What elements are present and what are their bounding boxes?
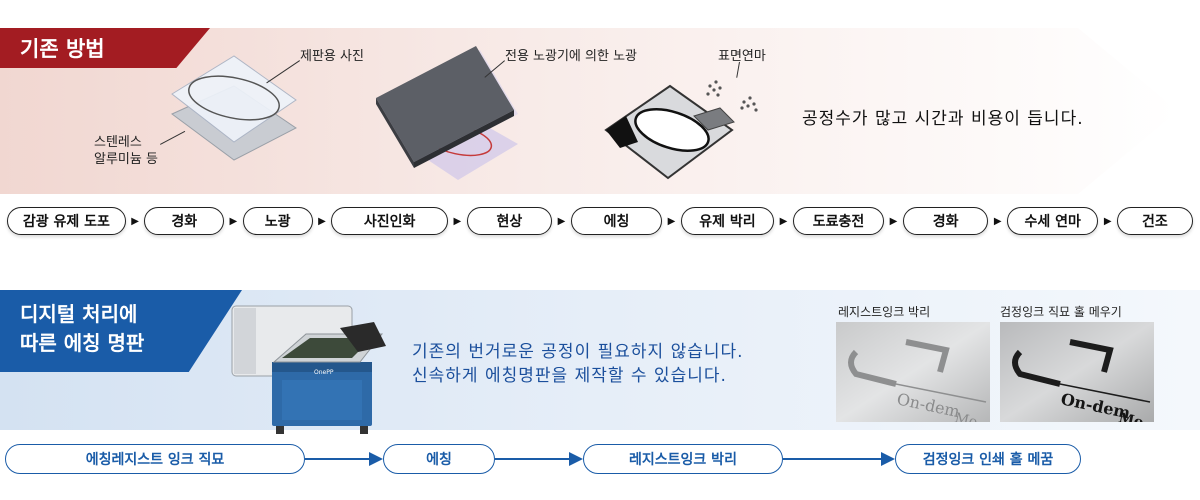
step-arrow-icon: ▶ bbox=[453, 215, 462, 227]
old-step: 수세 연마 bbox=[1006, 207, 1099, 235]
old-process-steps: 감광 유제 도포 ▶ 경화 ▶ 노광 ▶ 사진인화 ▶ 현상 ▶ 에칭 ▶ 유제… bbox=[7, 206, 1193, 236]
old-step: 현상 bbox=[466, 207, 553, 235]
label-photo-plate: 제판용 사진 bbox=[300, 49, 364, 64]
old-step: 사진인화 bbox=[331, 207, 449, 235]
photo-resist-removal: On-dem Mo bbox=[836, 322, 990, 422]
step-arrow-icon: ▶ bbox=[1103, 215, 1112, 227]
label-polish: 표면연마 bbox=[718, 49, 766, 64]
step-arrow-icon: ▶ bbox=[889, 215, 898, 227]
flow-line bbox=[495, 458, 571, 460]
new-process-steps: 에칭레지스트 잉크 직묘 에칭 레지스트잉크 박리 검정잉크 인쇄 홀 메꿈 bbox=[5, 444, 1195, 474]
photo-plate-illustration bbox=[171, 55, 297, 161]
new-step: 에칭레지스트 잉크 직묘 bbox=[5, 444, 305, 474]
step-arrow-icon: ▶ bbox=[131, 215, 139, 227]
new-step: 레지스트잉크 박리 bbox=[583, 444, 783, 474]
flow-line bbox=[305, 458, 371, 460]
new-method-title-line1: 디지털 처리에 bbox=[20, 302, 138, 326]
step-arrow-icon: ▶ bbox=[667, 215, 676, 227]
new-step: 에칭 bbox=[383, 444, 495, 474]
step-arrow-icon: ▶ bbox=[993, 215, 1002, 227]
flow-line bbox=[783, 458, 883, 460]
label-material-line2: 알루미늄 등 bbox=[94, 152, 158, 167]
photo-text-4: Mo bbox=[1117, 410, 1145, 422]
new-method-title-line2: 따른 에칭 명판 bbox=[20, 331, 145, 355]
old-step: 유제 박리 bbox=[680, 207, 775, 235]
step-arrow-icon: ▶ bbox=[318, 215, 326, 227]
new-method-description-line1: 기존의 번거로운 공정이 필요하지 않습니다. bbox=[412, 342, 744, 362]
old-method-title: 기존 방법 bbox=[0, 28, 210, 68]
label-material-line1: 스텐레스 bbox=[94, 135, 142, 150]
step-arrow-icon: ▶ bbox=[779, 215, 788, 227]
flow-arrow-icon bbox=[881, 452, 895, 466]
photo-text-2: Mo bbox=[953, 410, 979, 422]
old-method-band bbox=[0, 28, 1178, 194]
exposure-illustration bbox=[376, 46, 518, 180]
old-step: 감광 유제 도포 bbox=[7, 207, 126, 235]
polish-illustration bbox=[604, 80, 758, 180]
new-method-title: 디지털 처리에 따른 에칭 명판 bbox=[0, 290, 242, 372]
new-step: 검정잉크 인쇄 홀 메꿈 bbox=[895, 444, 1081, 474]
old-step: 건조 bbox=[1116, 207, 1193, 235]
flow-arrow-icon bbox=[369, 452, 383, 466]
old-method-description: 공정수가 많고 시간과 비용이 듭니다. bbox=[802, 109, 1084, 129]
new-method-description-line2: 신속하게 에칭명판을 제작할 수 있습니다. bbox=[412, 366, 727, 386]
step-arrow-icon: ▶ bbox=[557, 215, 566, 227]
photo-label-black-ink-fill: 검정잉크 직묘 홀 메우기 bbox=[1000, 305, 1122, 319]
new-method-description: 기존의 번거로운 공정이 필요하지 않습니다. 신속하게 에칭명판을 제작할 수… bbox=[412, 340, 744, 388]
machine-brand: OnePP bbox=[314, 369, 334, 376]
flow-arrow-icon bbox=[569, 452, 583, 466]
old-step: 경화 bbox=[144, 207, 225, 235]
printer-machine-illustration: OnePP bbox=[231, 305, 386, 434]
step-arrow-icon: ▶ bbox=[229, 215, 238, 227]
old-step: 에칭 bbox=[570, 207, 663, 235]
photo-black-ink-fill: On-dem Mo bbox=[1000, 322, 1154, 422]
label-material: 스텐레스 알루미늄 등 bbox=[94, 134, 158, 168]
label-exposure: 전용 노광기에 의한 노광 bbox=[505, 49, 637, 64]
old-step: 도료충전 bbox=[792, 207, 885, 235]
old-step: 노광 bbox=[242, 207, 313, 235]
photo-label-resist-removal: 레지스트잉크 박리 bbox=[838, 305, 931, 319]
old-step: 경화 bbox=[902, 207, 989, 235]
